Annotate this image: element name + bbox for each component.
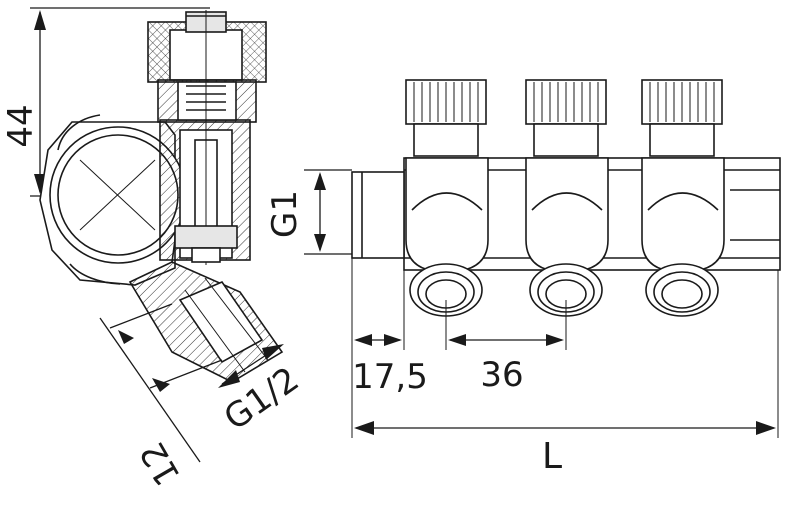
dimension-g1-2 bbox=[218, 344, 284, 388]
valve-outlet-3 bbox=[641, 79, 725, 317]
dimension-12 bbox=[99, 303, 223, 463]
valve-cap-section bbox=[147, 10, 267, 125]
manifold-body-section bbox=[39, 114, 187, 286]
label-44: 44 bbox=[1, 104, 41, 147]
label-36: 36 bbox=[480, 355, 523, 395]
dimension-g1 bbox=[304, 169, 352, 255]
valve-outlet-2 bbox=[525, 79, 609, 317]
valve-outlet-1 bbox=[405, 79, 489, 317]
label-l: L bbox=[542, 436, 562, 477]
valve-body-section bbox=[159, 119, 251, 265]
label-17-5: 17,5 bbox=[352, 357, 428, 397]
dimension-l bbox=[354, 421, 776, 435]
dimension-36 bbox=[448, 334, 564, 346]
label-g1: G1 bbox=[265, 190, 305, 238]
side-section-view: 44 G1/2 12 bbox=[1, 7, 306, 492]
dimension-17-5 bbox=[354, 334, 402, 346]
front-view: G1 bbox=[265, 79, 781, 477]
label-12: 12 bbox=[132, 435, 188, 492]
dimension-44 bbox=[30, 7, 210, 197]
